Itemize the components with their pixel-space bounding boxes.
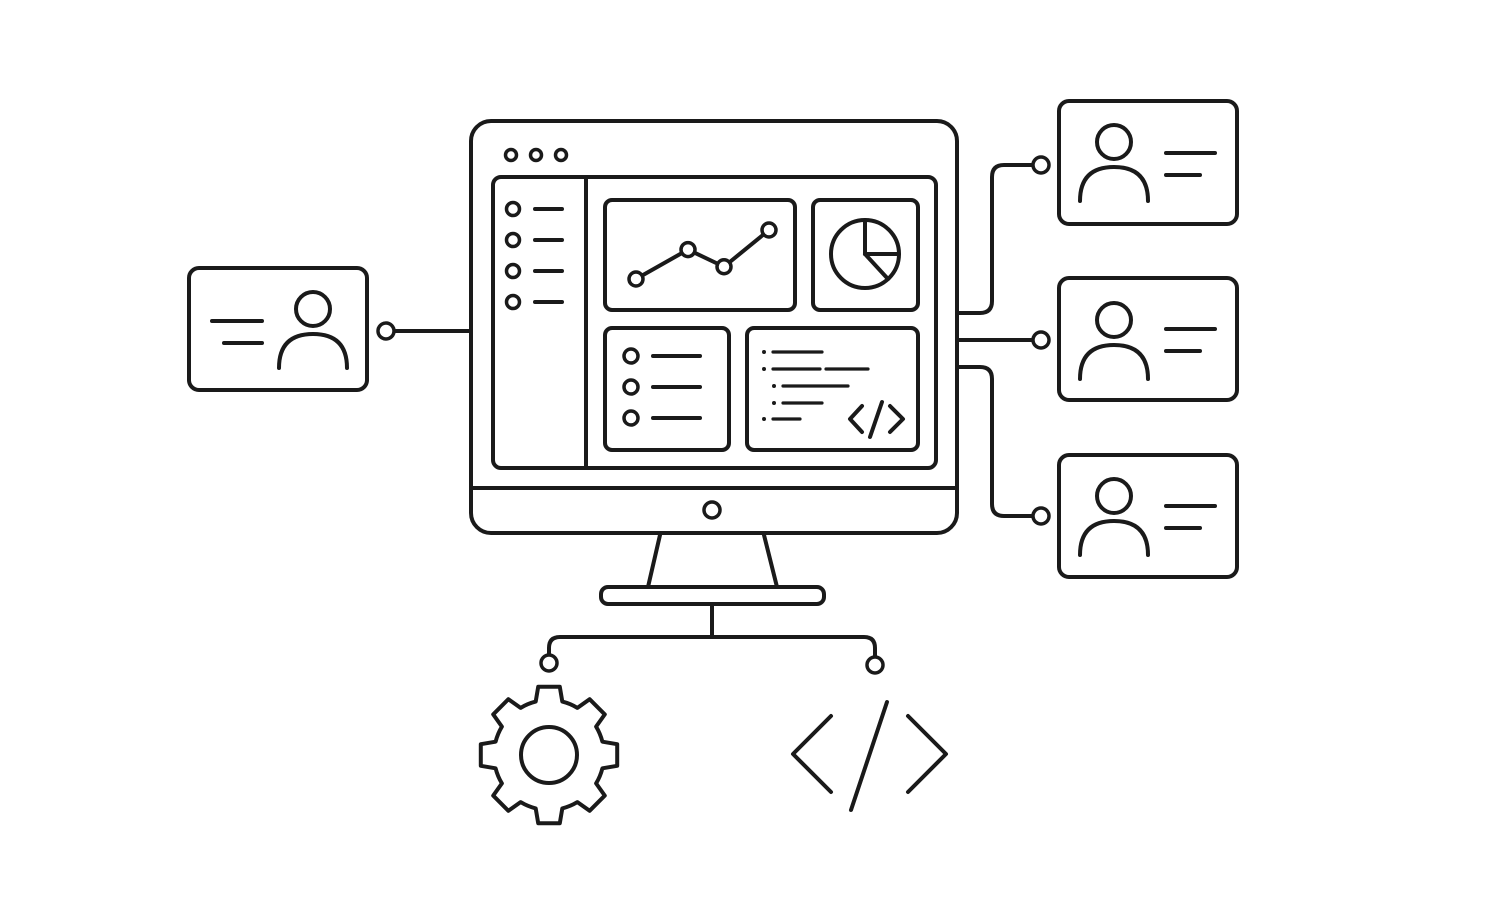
code-icon-small [848,400,905,439]
user-icon [1078,301,1150,381]
line-chart-point [679,240,697,259]
line-chart-panel [603,198,797,312]
pie-chart-icon [829,218,901,290]
line-chart-point [715,258,733,276]
connectors [376,155,1051,675]
user-card-right-middle [1057,276,1239,402]
code-icon [791,700,948,812]
sidebar-item [504,200,564,218]
connector-node-right-bottom [1031,506,1051,526]
user-card-right-top [1057,99,1239,226]
monitor-screen [491,175,938,470]
code-lines [762,350,870,421]
sidebar-item [504,231,564,249]
user-card-right-bottom [1057,453,1239,579]
list-item [622,409,702,427]
connector-node-gear [539,653,559,673]
window-dot-1 [503,147,519,163]
line-chart-point [760,221,778,239]
monitor-frame [469,119,959,535]
user-icon [1078,477,1150,557]
connector-node-right-top [1031,155,1051,175]
user-card-left [187,266,369,392]
list-item [622,378,702,396]
list [622,347,702,427]
connector-bottom-right [710,635,877,658]
line-chart-series [634,228,771,281]
code-panel [745,326,920,452]
pie-chart-panel [811,198,920,312]
connector-right-top [956,163,1035,315]
user-icon [277,290,349,370]
window-dot-2 [528,147,544,163]
connector-bottom-left [547,635,714,658]
user-icon [1078,123,1150,203]
monitor-base [599,585,826,606]
connector-node-code [865,655,885,675]
line-chart-point [627,270,645,288]
monitor-power-button [702,500,722,520]
list-panel [603,326,731,452]
sidebar-item [504,293,564,311]
connector-right-bottom [956,365,1035,518]
monitor-neck [646,533,779,589]
sidebar-item [504,262,564,280]
monitor [469,119,959,606]
gear-icon [478,684,620,826]
sidebar [504,200,564,311]
window-dot-3 [553,147,569,163]
line-chart [627,221,778,288]
connector-node-left [376,321,396,341]
list-item [622,347,702,365]
connector-node-right-middle [1031,330,1051,350]
